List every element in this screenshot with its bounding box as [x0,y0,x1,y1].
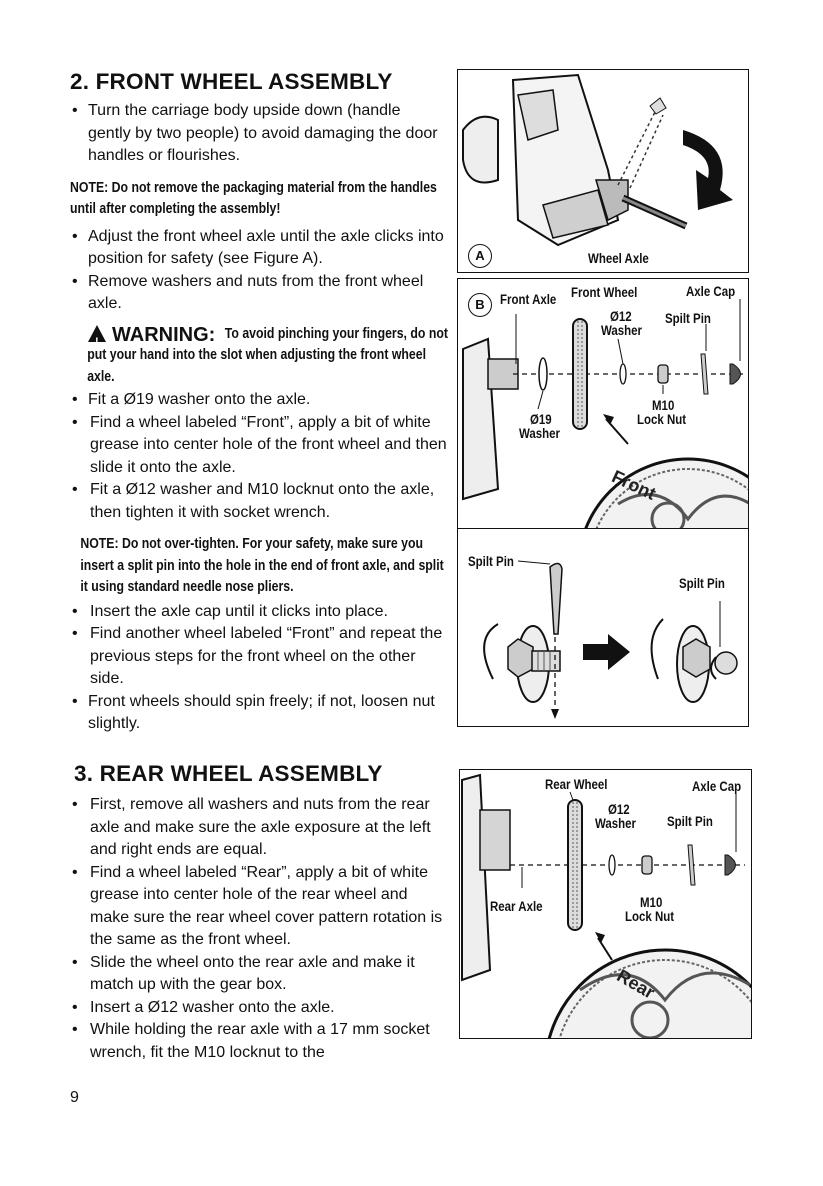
figure-c-illustration [483,560,738,719]
m10-label-a: M10 [652,398,675,413]
figure-d: Rear Wheel Axle Cap Ø12 Washer Spilt Pin… [459,769,752,1039]
front-bullet-8: Find another wheel labeled “Front” and r… [70,623,450,691]
front-bullet-7: Insert the axle cap until it clicks into… [70,601,450,624]
front-axle-label: Front Axle [500,292,557,307]
washer-12-label-a: Ø12 [610,309,632,324]
front-title: 2. FRONT WHEEL ASSEMBLY [70,69,393,94]
front-note-1: NOTE: Do not remove the packaging materi… [70,179,437,218]
front-bullet-6: Fit a Ø12 washer and M10 locknut onto th… [70,479,450,524]
front-bullet-4: Fit a Ø19 washer onto the axle. [70,389,450,412]
front-bullet-3: Remove washers and nuts from the front w… [70,271,450,316]
spilt-pin-left-label: Spilt Pin [468,554,514,569]
rear-bullet-5: While holding the rear axle with a 17 mm… [70,1019,448,1064]
rear-bullet-2: Find a wheel labeled “Rear”, apply a bit… [70,862,448,952]
figure-d-illustration [461,773,751,1038]
figure-b: B Front Axle Front Wheel Axle Cap Ø12 Wa… [457,278,749,530]
m10-label-b: Lock Nut [637,412,687,427]
rear-m10-label-a: M10 [640,895,663,910]
front-section: 2. FRONT WHEEL ASSEMBLY Turn the carriag… [70,68,450,736]
spilt-pin-right-label: Spilt Pin [679,576,725,591]
spilt-pin-label: Spilt Pin [665,311,711,326]
rear-washer-12-label-a: Ø12 [608,802,630,817]
rear-bullet-1: First, remove all washers and nuts from … [70,794,448,862]
front-bullet-2: Adjust the front wheel axle until the ax… [70,226,450,271]
rear-spilt-pin-label: Spilt Pin [667,814,713,829]
wheel-axle-label: Wheel Axle [588,251,649,266]
washer-19-label-a: Ø19 [530,412,552,427]
rear-washer-12-label-b: Washer [595,816,637,831]
warning-icon: ! [88,324,106,348]
washer-19-label-b: Washer [519,426,561,441]
figure-a-badge: A [468,244,492,268]
rear-bullet-3: Slide the wheel onto the rear axle and m… [70,952,448,997]
front-wheel-label: Front Wheel [571,285,638,300]
figure-b-illustration [462,299,748,529]
front-bullet-9: Front wheels should spin freely; if not,… [70,691,450,736]
rear-section: 3. REAR WHEEL ASSEMBLY First, remove all… [70,760,448,1064]
rear-wheel-label: Rear Wheel [545,777,608,792]
page-number: 9 [70,1089,79,1106]
rear-m10-label-b: Lock Nut [625,909,675,924]
figure-c: Spilt Pin Spilt Pin [457,528,749,727]
warning-head: WARNING: [112,323,216,346]
warning-block: ! WARNING: [70,322,450,348]
figure-a-illustration [462,73,733,247]
front-note-2: NOTE: Do not over-tighten. For your safe… [80,536,444,595]
rear-axle-cap-label: Axle Cap [692,779,742,794]
warning-text: To avoid pinching your fingers, do not p… [87,325,448,385]
rear-axle-label: Rear Axle [490,899,543,914]
figure-b-badge: B [468,293,492,317]
front-bullet-1: Turn the carriage body upside down (hand… [70,100,450,168]
front-bullet-5: Find a wheel labeled “Front”, apply a bi… [70,412,450,480]
rear-title: 3. REAR WHEEL ASSEMBLY [74,761,383,786]
washer-12-label-b: Washer [601,323,643,338]
axle-cap-label: Axle Cap [686,284,736,299]
figure-a: A Wheel Axle [457,69,749,273]
rear-bullet-4: Insert a Ø12 washer onto the axle. [70,997,448,1020]
